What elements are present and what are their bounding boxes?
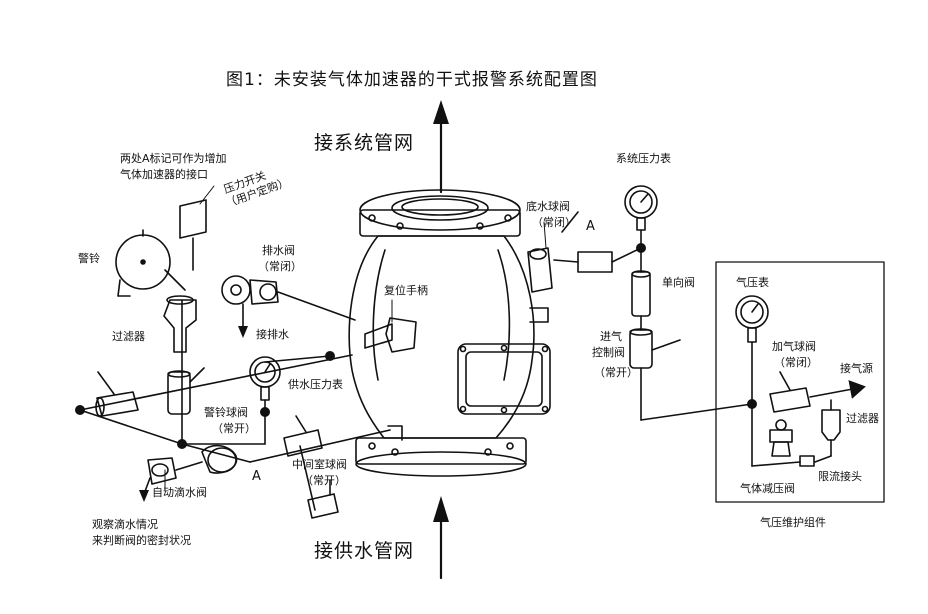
label-to-system-pipe: 接系统管网 [314,132,415,154]
arrow-up-supply-pipe [433,496,449,580]
strainer-left [163,295,197,353]
leader-lines [164,185,547,491]
label-alarm-ball-valve: 警铃球阀 [204,406,248,419]
right-trim-piping [553,211,753,421]
junction-dots-left [75,351,335,449]
alarm-bell [115,229,186,297]
label-alarm-bell: 警铃 [78,252,100,265]
label-bottom-ball-valve-state: （常闭） [532,216,576,229]
label-observe-note-2: 来判断阀的密封状况 [92,534,191,547]
label-mark-a-right: A [586,219,595,234]
label-observe-note-1: 观察滴水情况 [92,518,158,531]
arrow-up-system-pipe [433,100,449,194]
pressure-switch [179,199,207,271]
label-drain-valve-state: （常闭） [258,260,302,273]
label-charge-ball-valve-state: （常闭） [774,356,818,369]
label-mark-a-left: A [252,469,261,484]
label-note-a-line1: 两处A标记可作为增加 [120,152,227,165]
label-check-valve: 单向阀 [662,276,695,289]
label-middle-chamber-valve-state: （常开） [302,474,346,487]
label-drain-valve: 排水阀 [262,244,295,257]
junction-dot-right [636,243,757,409]
label-inlet-control-2: 控制阀 [592,346,625,359]
label-air-reducing-valve: 气体减压阀 [740,482,795,495]
label-to-supply-pipe: 接供水管网 [314,540,415,562]
label-supply-pressure-gauge: 供水压力表 [288,378,343,391]
maintenance-group-box [715,261,885,503]
label-reset-handle: 复位手柄 [384,284,428,297]
label-charge-ball-valve: 加气球阀 [772,340,816,353]
label-middle-chamber-valve: 中间室球阀 [292,458,347,471]
label-system-pressure-gauge: 系统压力表 [616,152,671,165]
left-inline-valves [95,367,238,474]
auto-drip-valve [139,457,203,502]
label-strainer-left: 过滤器 [112,330,145,343]
label-alarm-ball-valve-state: （常开） [212,422,256,435]
supply-pressure-gauge [249,356,281,401]
system-pressure-gauge [624,185,658,231]
label-air-source: 接气源 [840,362,873,375]
middle-chamber-ball-valve [283,415,339,519]
label-flow-limit-joint: 限流接头 [818,470,862,483]
label-strainer-right: 过滤器 [846,412,879,425]
diagram-title: 图1：未安装气体加速器的干式报警系统配置图 [226,70,598,90]
label-to-drain: 接排水 [256,328,289,341]
label-maintenance-group: 气压维护组件 [760,516,826,529]
label-bottom-ball-valve: 底水球阀 [526,200,570,213]
label-note-a-line2: 气体加速器的接口 [120,168,208,181]
label-auto-drip-valve: 自动滴水阀 [152,486,207,499]
label-air-pressure-gauge: 气压表 [736,276,769,289]
label-inlet-control-1: 进气 [600,330,622,343]
drain-valve [221,275,356,338]
label-inlet-control-3: （常开） [594,366,638,379]
